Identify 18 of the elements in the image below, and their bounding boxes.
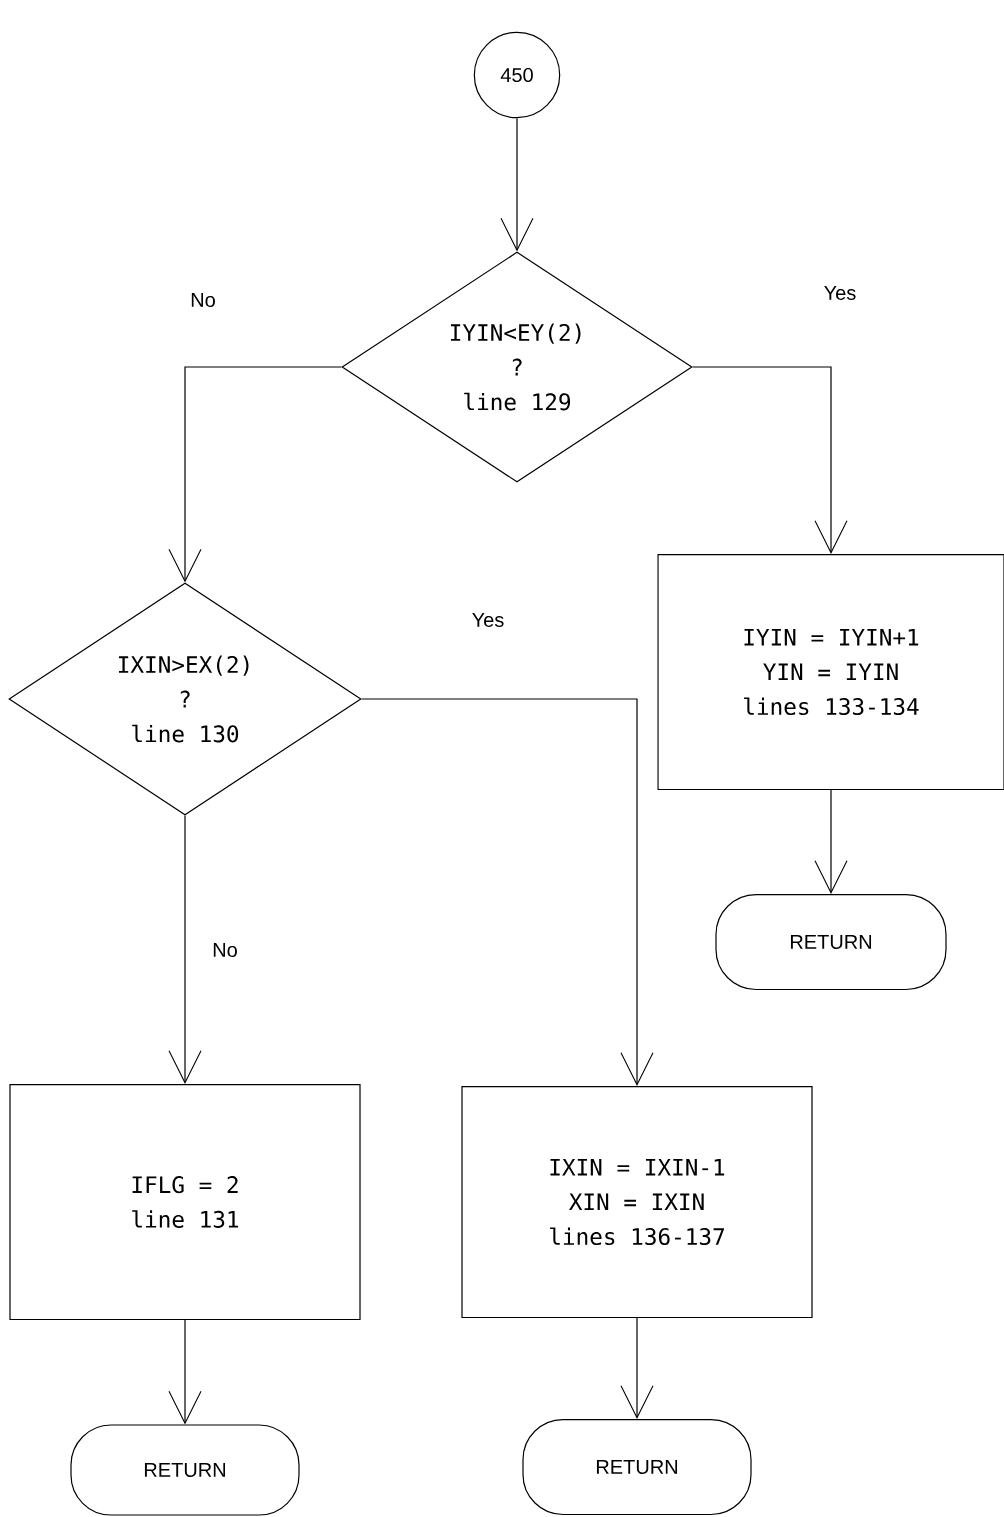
arrow: [361, 698, 654, 1086]
arrow: [500, 117, 534, 252]
process-box: IYIN = IYIN+1 YIN = IYIN lines 133-134: [657, 553, 1004, 791]
edge-label: No: [213, 943, 237, 957]
arrow: [168, 815, 202, 1084]
process-box: IXIN = IXIN-1 XIN = IXIN lines 136-137: [461, 1085, 813, 1319]
process-box: IFLG = 2 line 131: [9, 1083, 361, 1321]
terminal-box: RETURN: [715, 893, 947, 991]
edge-label: Yes: [824, 286, 856, 300]
arrow: [168, 1319, 202, 1425]
terminal-box: RETURN: [70, 1424, 300, 1516]
terminal-box: RETURN: [522, 1418, 752, 1516]
arrow: [692, 366, 848, 554]
arrow: [814, 789, 848, 894]
edge-label: No: [191, 293, 215, 307]
arrow: [168, 366, 342, 583]
arrow: [620, 1317, 654, 1419]
edge-label: Yes: [472, 613, 504, 627]
